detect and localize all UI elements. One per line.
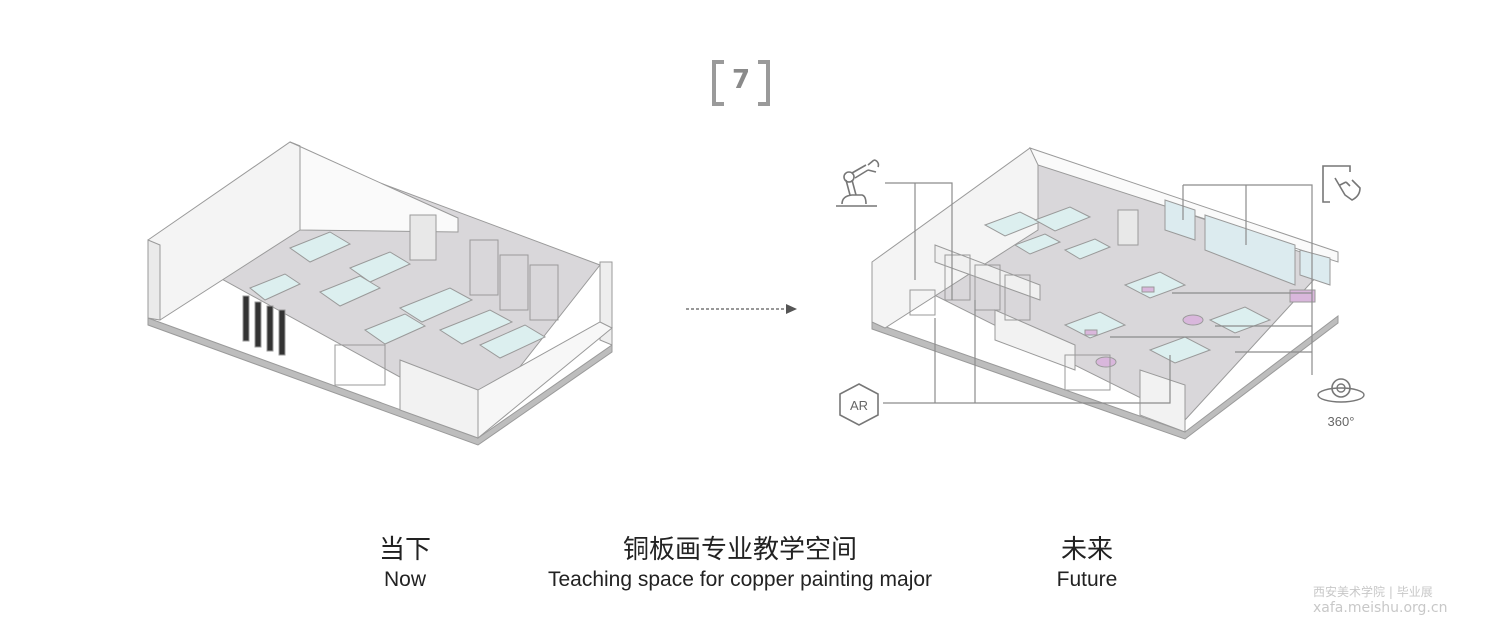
caption-title: 铜板画专业教学空间 Teaching space for copper pain…: [500, 534, 980, 594]
feature-connector-lines: [883, 182, 1313, 404]
left-wall-left-end: [147, 239, 161, 321]
right-whiteboard: [1204, 214, 1296, 286]
press-machine: [409, 214, 437, 261]
right-floor: [879, 159, 1331, 421]
360-view-icon: 360°: [1317, 378, 1365, 429]
right-wall-front: [994, 309, 1076, 371]
360-icon-label: 360°: [1328, 414, 1355, 429]
watermark: 西安美术学院 | 毕业展 xafa.meishu.org.cn: [1313, 585, 1448, 616]
caption-future-zh: 未来: [1060, 535, 1113, 565]
left-wall-front-right: [477, 321, 613, 440]
caption-now-zh: 当下: [378, 535, 431, 565]
caption-future: 未来 Future: [1027, 534, 1147, 594]
right-partition: [934, 244, 1041, 301]
ar-icon: AR: [839, 383, 879, 426]
transition-arrow: [686, 304, 797, 314]
caption-title-en: Teaching space for copper painting major: [547, 568, 933, 591]
figure-number: 7: [731, 65, 751, 95]
robot-arm-icon: [836, 159, 880, 207]
ar-icon-label: AR: [850, 398, 868, 413]
caption-title-zh: 铜板画专业教学空间: [622, 535, 857, 565]
bracket-right: [758, 60, 770, 106]
caption-future-en: Future: [1056, 568, 1118, 591]
right-screen-left: [1164, 199, 1196, 241]
future-classroom-illustration: [871, 147, 1339, 440]
caption-now: 当下 Now: [345, 534, 465, 594]
left-wall-back-right: [289, 141, 459, 233]
watermark-exhibit: 毕业展: [1396, 585, 1433, 599]
figure-number-badge: 7: [712, 58, 770, 106]
watermark-url: xafa.meishu.org.cn: [1313, 600, 1448, 616]
current-classroom-illustration: [147, 141, 613, 446]
press-machine-future: [1117, 209, 1139, 246]
right-screen-right: [1299, 249, 1331, 286]
bracket-left: [712, 60, 724, 106]
touch-screen-icon: [1322, 165, 1361, 203]
caption-now-en: Now: [383, 568, 426, 591]
watermark-school: 西安美术学院: [1313, 585, 1386, 599]
